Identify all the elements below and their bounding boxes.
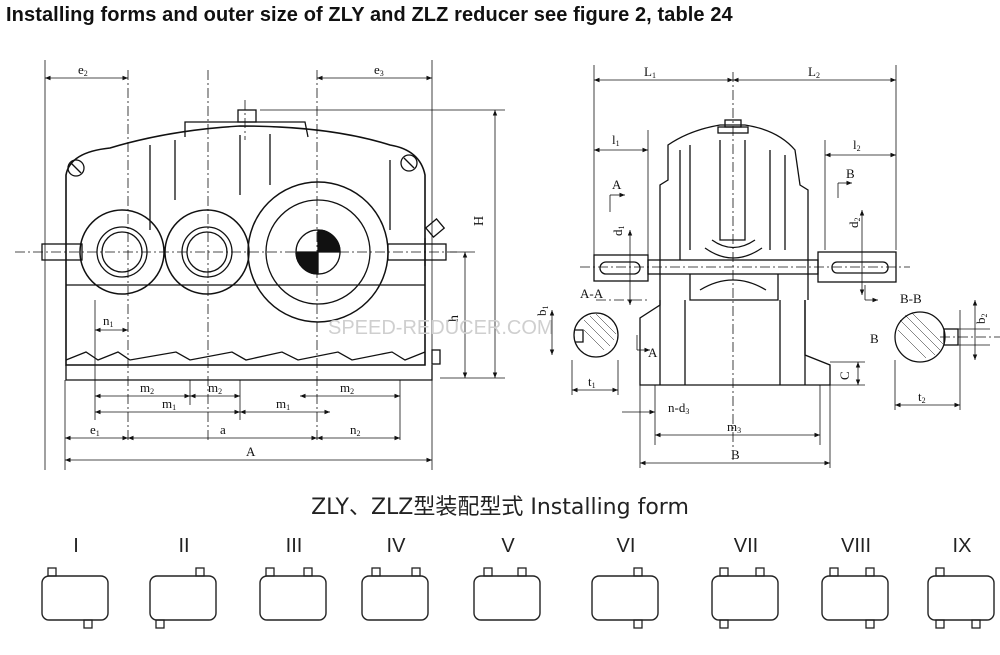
svg-text:B: B [870,331,879,346]
installing-form-8: VIII [818,535,894,645]
svg-text:b2: b2 [973,314,989,325]
svg-text:l1: l1 [612,132,620,148]
svg-text:m2: m2 [340,380,354,396]
form-label: VII [733,535,759,557]
svg-text:A: A [648,345,658,360]
svg-text:n2: n2 [350,422,361,438]
side-view-dimensions [549,65,990,468]
svg-text:d2: d2 [846,218,862,229]
installing-form-6: VI [588,535,664,645]
svg-text:m1: m1 [162,396,176,412]
form-label: IX [952,535,972,557]
front-view [15,70,460,440]
svg-text:H: H [472,216,487,226]
svg-text:h: h [447,315,462,322]
svg-text:m1: m1 [276,396,290,412]
watermark: SPEED-REDUCER.COM [328,317,554,339]
form-4-diagram [361,567,429,621]
svg-text:L1: L1 [644,64,656,80]
svg-text:B: B [731,447,740,462]
svg-text:A: A [246,444,256,459]
svg-text:e2: e2 [78,62,88,78]
installing-form-7: VII [708,535,784,645]
svg-text:e1: e1 [90,422,100,438]
svg-text:t2: t2 [918,389,926,405]
svg-text:d1: d1 [610,226,626,237]
svg-text:l2: l2 [853,137,861,153]
form-label: VIII [840,535,871,557]
form-label: V [501,535,515,557]
svg-text:b1: b1 [534,306,550,317]
svg-text:a: a [220,422,226,437]
form-label: VI [616,535,636,557]
reducer-drawing: e2 e3 H h n1 m2 m2 m2 m1 m1 e1 a n2 A SP… [15,60,1000,470]
form-label: IV [386,535,406,557]
side-view-text: L1 L2 l1 l2 A B d1 d2 A-A B-B b1 b2 A B … [534,64,989,462]
svg-text:m3: m3 [727,419,741,435]
form-label: III [285,535,303,557]
form-5-diagram [473,567,541,621]
form-label: II [178,535,190,557]
installing-form-4: IV [358,535,434,645]
svg-text:A-A: A-A [580,286,604,301]
installing-form-9: IX [924,535,1000,645]
form-8-diagram [821,567,889,629]
svg-text:m2: m2 [208,380,222,396]
svg-text:C: C [837,371,852,380]
svg-text:L2: L2 [808,64,820,80]
form-7-diagram [711,567,779,629]
section-views [573,311,959,363]
svg-text:n1: n1 [103,313,114,329]
installing-form-2: II [146,535,222,645]
form-label: I [73,535,79,557]
svg-text:m2: m2 [140,380,154,396]
svg-text:B-B: B-B [900,291,922,306]
installing-form-1: I [38,535,114,645]
installing-form-title: ZLY、ZLZ型装配型式 Installing form [311,495,689,520]
figure-title: Installing forms and outer size of ZLY a… [6,4,733,26]
front-view-text: e2 e3 H h n1 m2 m2 m2 m1 m1 e1 a n2 A [78,62,487,459]
side-view [580,72,1000,460]
svg-text:e3: e3 [374,62,384,78]
form-3-diagram [259,567,327,621]
form-9-diagram [927,567,995,629]
svg-text:n-d3: n-d3 [668,400,689,416]
svg-text:A: A [612,177,622,192]
form-6-diagram [591,567,659,629]
svg-text:B: B [846,166,855,181]
installing-form-5: V [470,535,546,645]
installing-form-3: III [256,535,332,645]
form-2-diagram [149,567,217,629]
form-1-diagram [41,567,109,629]
front-view-dimensions [44,60,505,470]
installing-forms-row: I II III IV V [0,535,1000,650]
svg-text:t1: t1 [588,374,596,390]
